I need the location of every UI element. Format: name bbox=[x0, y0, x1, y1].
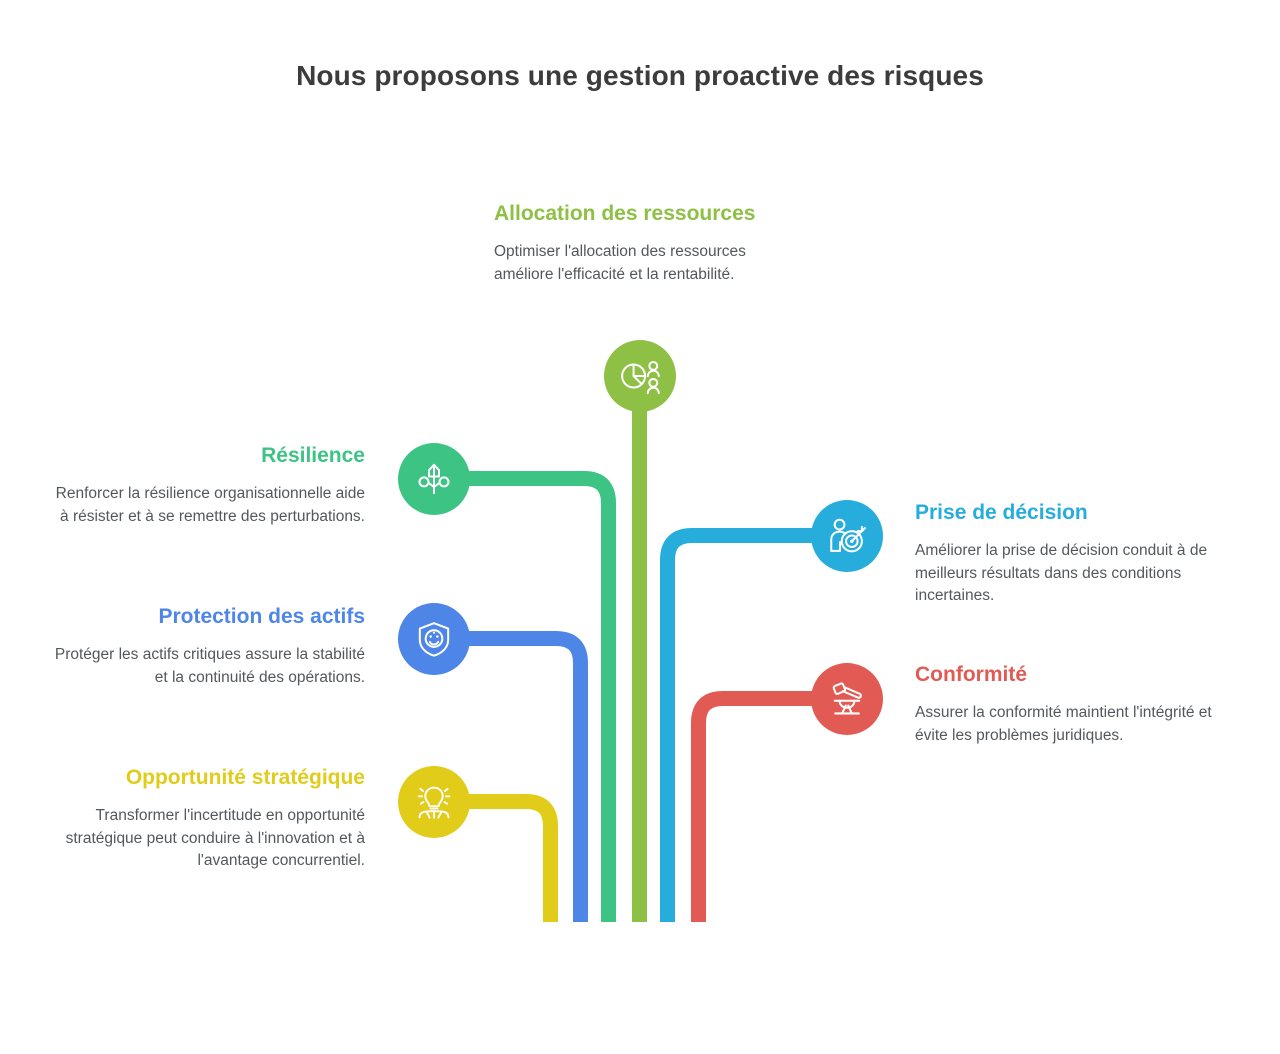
icon-bubble-decision[interactable] bbox=[811, 500, 883, 572]
gavel-anvil-icon bbox=[832, 682, 862, 715]
page-title: Nous proposons une gestion proactive des… bbox=[296, 60, 984, 91]
item-body-conformite: Assurer la conformité maintient l'intégr… bbox=[915, 704, 1212, 744]
icon-bubble-protection[interactable] bbox=[398, 603, 470, 675]
item-body-allocation: Optimiser l'allocation des ressources am… bbox=[494, 243, 746, 283]
icon-bubble-conformite[interactable] bbox=[811, 663, 883, 735]
icon-bubble-opportunity[interactable] bbox=[398, 766, 470, 838]
item-block-decision: Prise de décision Améliorer la prise de … bbox=[915, 500, 1215, 608]
item-block-resilience: Résilience Renforcer la résilience organ… bbox=[55, 443, 365, 528]
item-block-conformite: Conformité Assurer la conformité maintie… bbox=[915, 662, 1215, 747]
item-heading-protection: Protection des actifs bbox=[158, 605, 365, 628]
item-heading-decision: Prise de décision bbox=[915, 501, 1088, 524]
item-body-resilience: Renforcer la résilience organisationnell… bbox=[55, 485, 365, 525]
connector-line-conformite bbox=[691, 691, 824, 922]
item-body-decision: Améliorer la prise de décision conduit à… bbox=[915, 542, 1208, 605]
item-heading-opportunity: Opportunité stratégique bbox=[125, 766, 365, 789]
shield-face-icon bbox=[418, 622, 450, 657]
plant-growth-icon bbox=[418, 463, 450, 495]
item-heading-resilience: Résilience bbox=[261, 444, 365, 467]
lightbulb-idea-icon bbox=[417, 786, 451, 819]
icon-bubble-resilience[interactable] bbox=[398, 443, 470, 515]
connector-line-opportunity bbox=[462, 794, 558, 922]
item-heading-conformite: Conformité bbox=[915, 663, 1027, 686]
item-heading-allocation: Allocation des ressources bbox=[494, 202, 756, 225]
pie-chart-people-icon bbox=[621, 360, 660, 395]
person-target-icon bbox=[830, 518, 866, 553]
item-block-opportunity: Opportunité stratégique Transformer l'in… bbox=[60, 765, 365, 873]
item-body-opportunity: Transformer l'incertitude en opportunité… bbox=[65, 807, 365, 870]
connector-line-protection bbox=[462, 631, 588, 922]
connector-line-decision bbox=[660, 528, 824, 922]
item-block-protection: Protection des actifs Protéger les actif… bbox=[45, 604, 365, 689]
connector-line-resilience bbox=[462, 471, 616, 922]
item-body-protection: Protéger les actifs critiques assure la … bbox=[54, 646, 365, 686]
item-block-allocation: Allocation des ressources Optimiser l'al… bbox=[494, 201, 794, 286]
icon-bubble-allocation[interactable] bbox=[604, 340, 676, 412]
